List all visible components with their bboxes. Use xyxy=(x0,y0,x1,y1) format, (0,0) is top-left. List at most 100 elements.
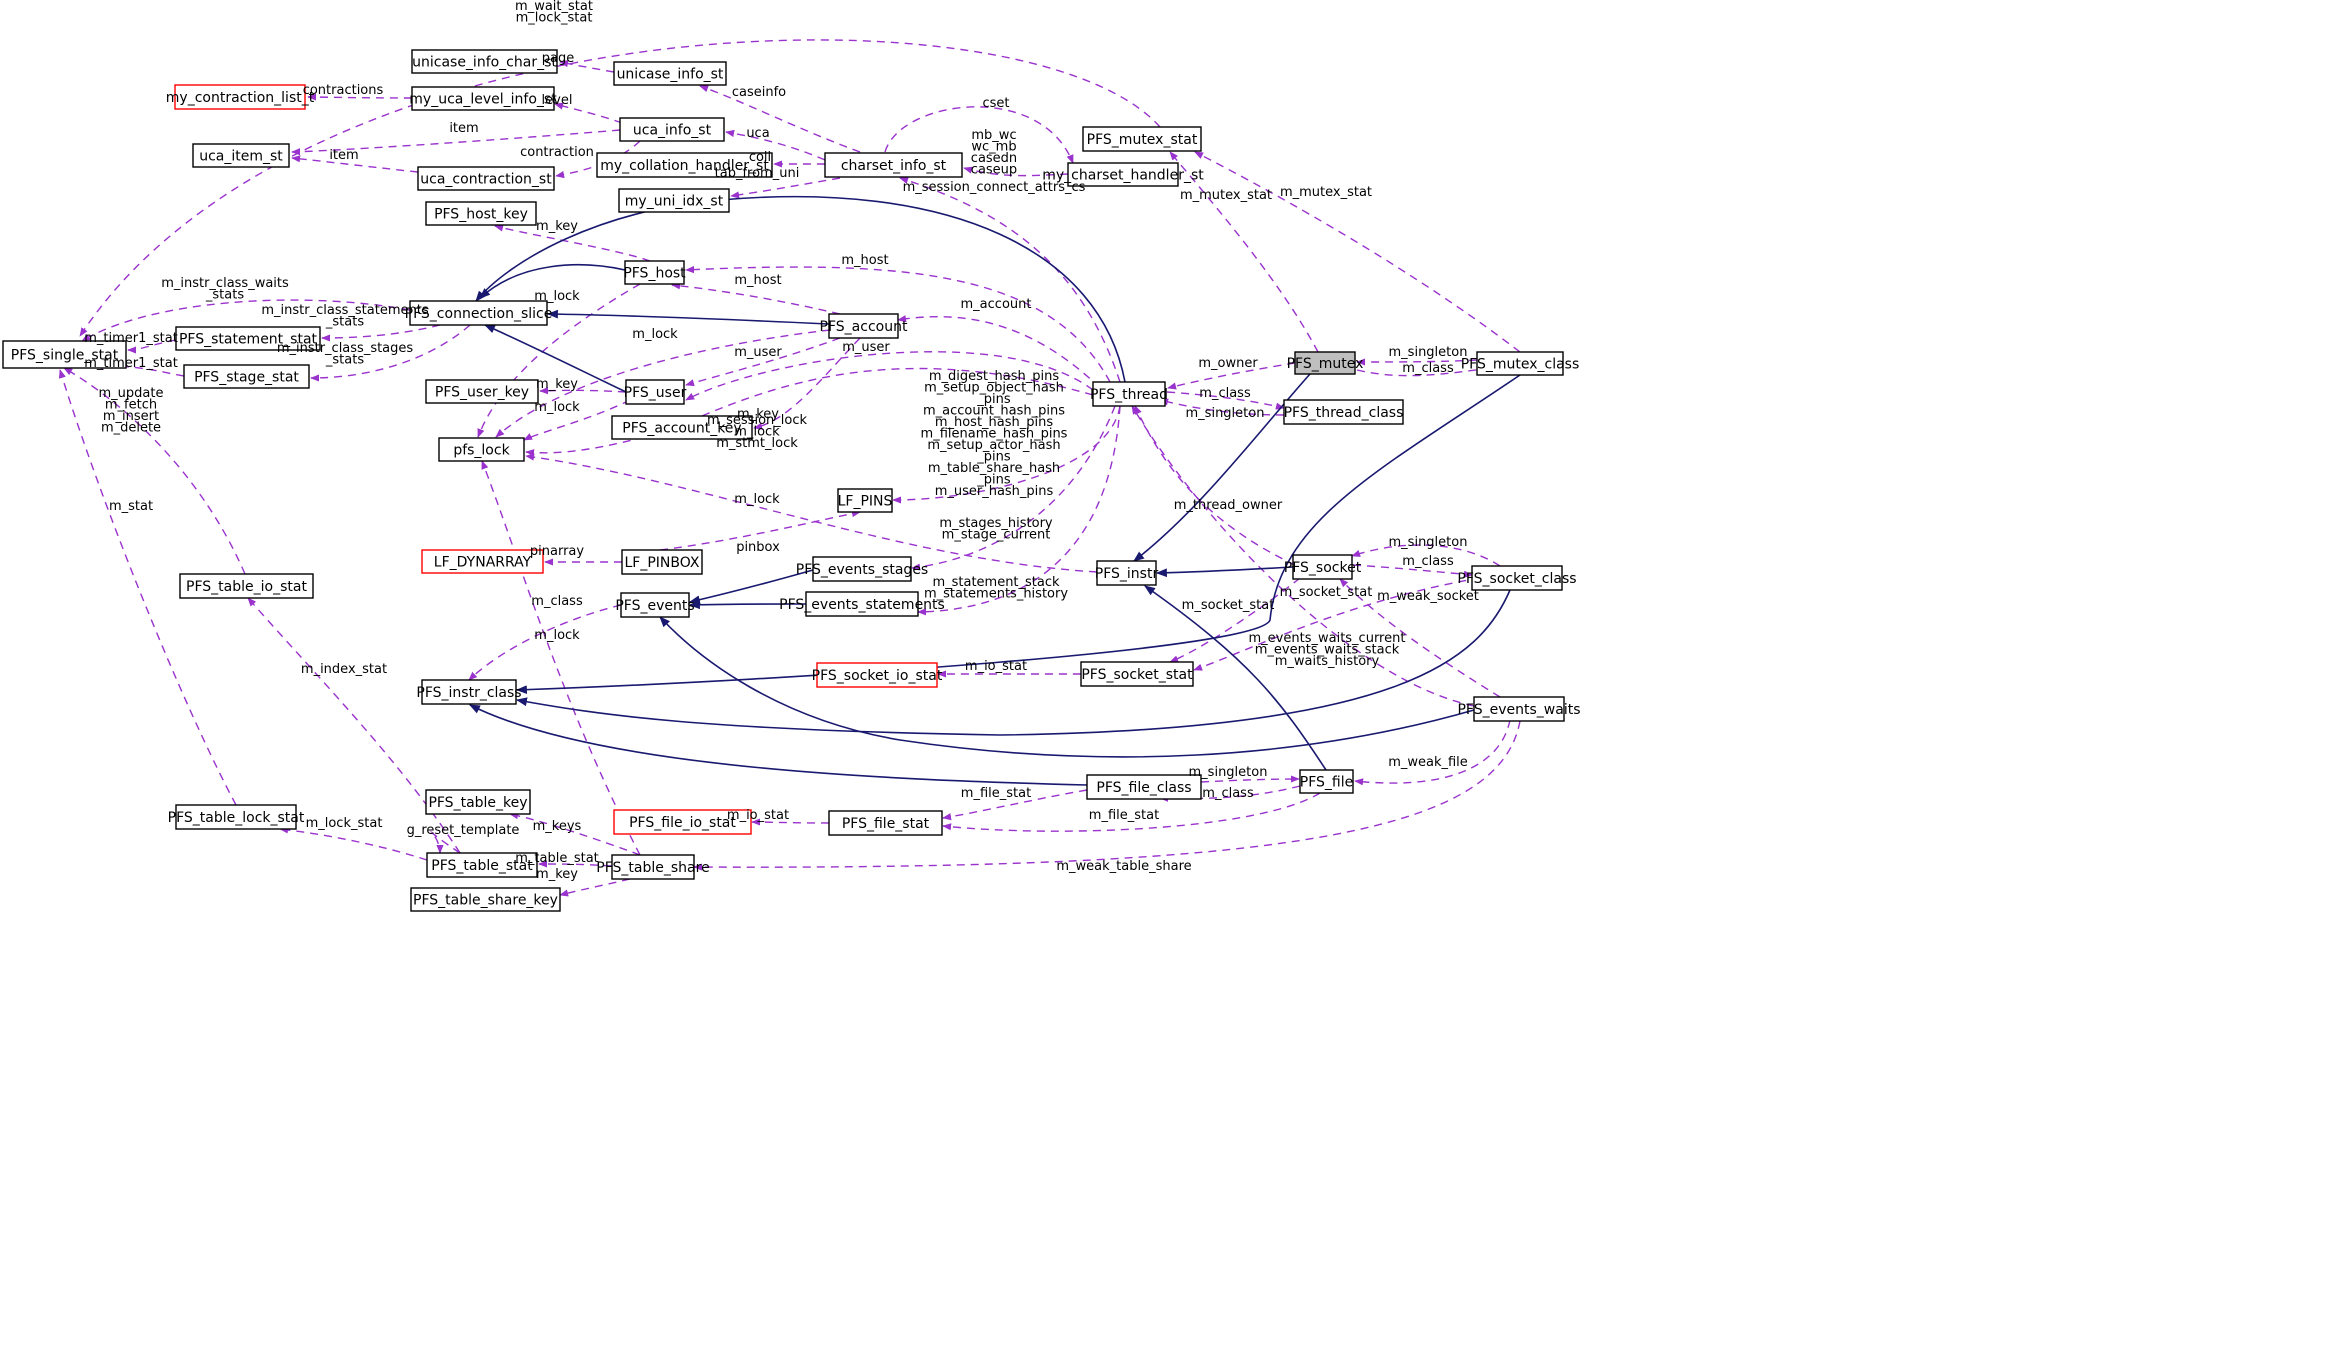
label-m-weak-table-share: m_weak_table_share xyxy=(1056,859,1191,874)
node-pfs-table-share-key[interactable]: PFS_table_share_key xyxy=(410,887,561,912)
node-my-uni-idx-st[interactable]: my_uni_idx_st xyxy=(618,188,730,213)
edge-host-pfslock xyxy=(477,283,641,438)
node-label: PFS_table_share_key xyxy=(413,893,558,909)
label-m-host-account: m_host xyxy=(734,273,781,288)
node-my-charset-handler-st[interactable]: my_charset_handler_st xyxy=(1042,162,1204,187)
edge-unicase-page xyxy=(559,60,615,73)
node-uca-contraction-st[interactable]: uca_contraction_st xyxy=(417,166,555,191)
label-item1: item xyxy=(449,121,478,136)
node-pfs-instr-class[interactable]: PFS_instr_class xyxy=(416,679,522,705)
node-pfs-file[interactable]: PFS_file xyxy=(1299,769,1354,794)
node-my-collation-handler-st[interactable]: my_collation_handler_st xyxy=(596,152,773,178)
label-level: level xyxy=(542,93,573,108)
node-pfs-thread-class[interactable]: PFS_thread_class xyxy=(1283,399,1404,425)
node-label: PFS_instr xyxy=(1095,566,1159,582)
edge-fileclass-file xyxy=(1200,775,1300,783)
edge-fileclass-filestat xyxy=(942,789,1088,821)
node-unicase-info-st[interactable]: unicase_info_st xyxy=(613,61,727,86)
node-pfs-connection-slice[interactable]: PFS_connection_slice xyxy=(405,300,553,326)
node-pfs-host-key[interactable]: PFS_host_key xyxy=(425,201,537,226)
label-m-owner: m_owner xyxy=(1198,356,1258,371)
edge-charset-cset xyxy=(884,106,1074,164)
edge-tablelockstat-single xyxy=(58,369,237,806)
node-pfs-account[interactable]: PFS_account xyxy=(820,313,908,339)
node-box xyxy=(175,804,297,830)
node-uca-info-st[interactable]: uca_info_st xyxy=(619,117,725,142)
node-label: PFS_user xyxy=(624,385,687,401)
label-m-lock-user: m_lock xyxy=(534,400,580,415)
edge-charset-tabfromuni xyxy=(730,177,841,199)
node-box xyxy=(621,549,703,575)
edge-socketclass-socket xyxy=(1351,544,1501,567)
label-m-timer1-a: m_timer1_stat xyxy=(84,331,178,346)
edge-eventswaits-tableshare xyxy=(693,720,1521,871)
node-box xyxy=(1473,696,1565,722)
node-pfs-table-key[interactable]: PFS_table_key xyxy=(425,789,531,815)
label-m-lock-instr: m_lock xyxy=(734,492,780,507)
node-label: uca_item_st xyxy=(199,149,283,165)
node-pfs-events-statements[interactable]: PFS_events_statements xyxy=(779,591,945,617)
edge-inh-file-instr xyxy=(1144,585,1327,771)
label-m-user-account: m_user xyxy=(734,345,782,360)
node-label: PFS_events_waits xyxy=(1457,702,1580,718)
node-pfs-table-io-stat[interactable]: PFS_table_io_stat xyxy=(179,573,314,599)
node-pfs-table-stat[interactable]: PFS_table_stat xyxy=(426,852,538,878)
node-pfs-file-stat[interactable]: PFS_file_stat xyxy=(828,810,943,836)
edge-connslice-stagestat xyxy=(310,324,471,382)
label-mutex-stat-b: m_mutex_stat xyxy=(1280,185,1372,200)
node-pfs-socket[interactable]: PFS_socket xyxy=(1284,554,1362,580)
node-pfs-instr[interactable]: PFS_instr xyxy=(1095,560,1159,586)
label-m-class-events: m_class xyxy=(531,594,583,609)
node-pfs-mutex[interactable]: PFS_mutex xyxy=(1287,351,1364,375)
edge-ucainfo-item xyxy=(291,129,621,156)
node-lf-pinbox[interactable]: LF_PINBOX xyxy=(621,549,703,575)
node-pfs-events-stages[interactable]: PFS_events_stages xyxy=(796,556,928,582)
label-m-key-table: m_key xyxy=(536,867,578,882)
edge-mutex-stat-single xyxy=(79,39,1161,337)
node-pfs-host[interactable]: PFS_host xyxy=(623,260,686,285)
edge-socket-thread xyxy=(1134,405,1296,566)
node-pfs-thread[interactable]: PFS_thread xyxy=(1090,381,1168,407)
node-uca-item-st[interactable]: uca_item_st xyxy=(192,143,290,168)
node-pfs-single-stat[interactable]: PFS_single_stat xyxy=(2,340,127,369)
node-pfs-mutex-class[interactable]: PFS_mutex_class xyxy=(1461,351,1580,376)
node-pfs-table-lock-stat[interactable]: PFS_table_lock_stat xyxy=(168,804,305,830)
node-charset-info-st[interactable]: charset_info_st xyxy=(824,152,963,178)
node-box xyxy=(183,364,310,389)
node-pfs-table-share[interactable]: PFS_table_share xyxy=(596,854,710,880)
node-my-uca-level-info-st[interactable]: my_uca_level_info_st xyxy=(409,86,557,111)
node-label: PFS_file_class xyxy=(1096,780,1191,796)
node-pfs-events[interactable]: PFS_events xyxy=(615,592,695,618)
node-pfs-lock[interactable]: pfs_lock xyxy=(438,437,525,462)
edge-file-filestat xyxy=(942,792,1321,832)
node-box xyxy=(1299,769,1354,794)
edge-events-instrclass xyxy=(468,604,622,681)
node-box xyxy=(411,49,558,74)
node-pfs-stage-stat[interactable]: PFS_stage_stat xyxy=(183,364,310,389)
node-pfs-socket-io-stat[interactable]: PFS_socket_io_stat xyxy=(812,662,943,688)
edge-level-contractions xyxy=(307,93,413,101)
label-m-file-stat-b: m_file_stat xyxy=(1089,808,1159,823)
node-pfs-file-class[interactable]: PFS_file_class xyxy=(1086,774,1202,800)
node-lf-pins[interactable]: LF_PINS xyxy=(837,488,893,513)
node-pfs-user-key[interactable]: PFS_user_key xyxy=(425,379,539,404)
node-pfs-user[interactable]: PFS_user xyxy=(624,379,687,405)
node-box xyxy=(1476,351,1564,376)
node-unicase-info-char-st[interactable]: unicase_info_char_st xyxy=(411,49,558,74)
node-pfs-socket-stat[interactable]: PFS_socket_stat xyxy=(1080,661,1194,687)
node-pfs-file-io-stat[interactable]: PFS_file_io_stat xyxy=(613,809,752,835)
node-pfs-statement-stat[interactable]: PFS_statement_stat xyxy=(175,326,321,351)
node-pfs-mutex-stat[interactable]: PFS_mutex_stat xyxy=(1082,126,1202,152)
edge-socketclass-socketstat xyxy=(1193,577,1481,671)
node-pfs-account-key[interactable]: PFS_account_key xyxy=(611,415,753,440)
node-pfs-socket-class[interactable]: PFS_socket_class xyxy=(1457,565,1577,591)
node-my-contraction-list-t[interactable]: my_contraction_list_t xyxy=(166,84,315,110)
label-m-key-user: m_key xyxy=(536,377,578,392)
node-pfs-events-waits[interactable]: PFS_events_waits xyxy=(1457,696,1581,722)
node-box xyxy=(613,61,727,86)
node-lf-dynarray[interactable]: LF_DYNARRAY xyxy=(421,549,544,574)
edge-inh-host-connslice xyxy=(479,264,626,299)
